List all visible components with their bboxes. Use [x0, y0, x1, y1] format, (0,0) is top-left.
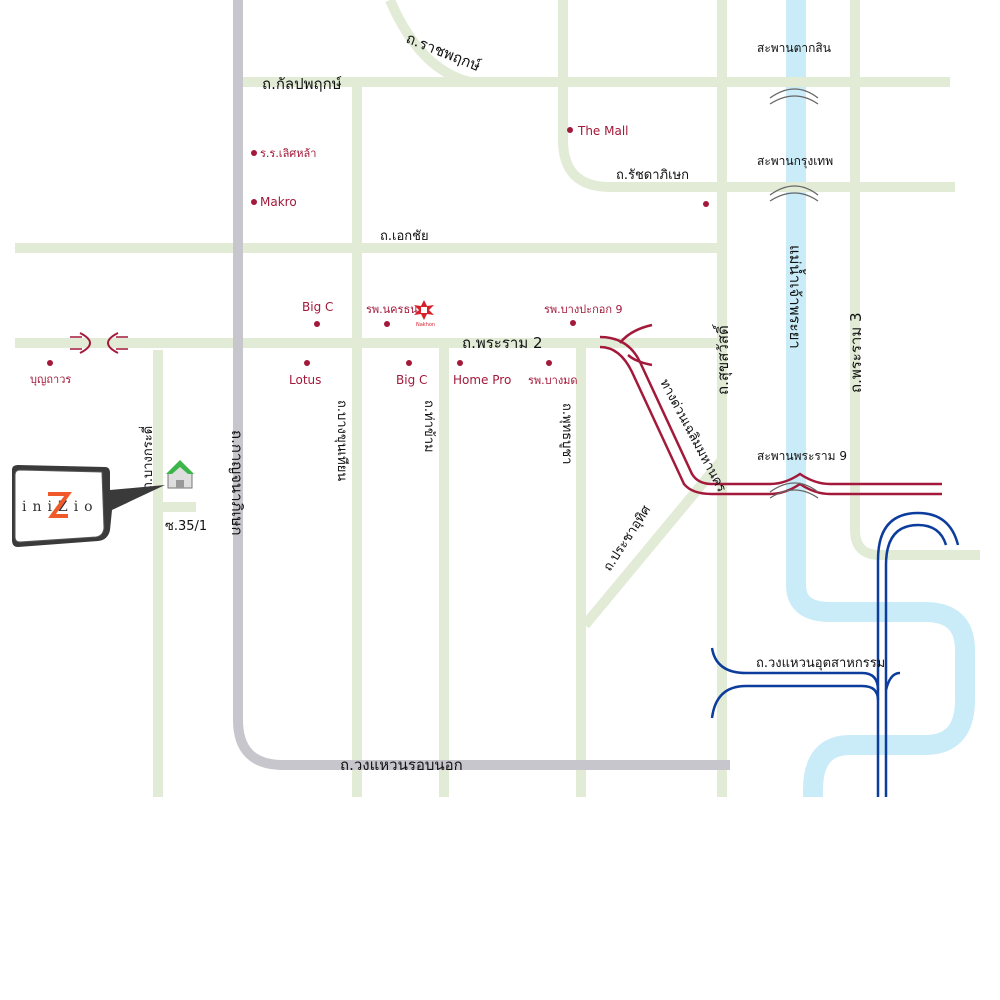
poi-rp-bangmod9: รพ.บางปะกอก 9	[544, 303, 623, 316]
poi-lotus: Lotus	[289, 373, 321, 387]
poi-rr-lekhla: ร.ร.เลิศหล้า	[260, 147, 316, 160]
label-ekkachai: ถ.เอกชัย	[380, 229, 429, 244]
poi-dot-the-mall	[567, 127, 573, 133]
poi-dot-rr-lekhla	[251, 150, 257, 156]
label-bang-khun-thian: ถ.บางขุนเทียน	[334, 400, 350, 481]
poi-dot-boonthavorn	[47, 360, 53, 366]
poi-big-c-north: Big C	[302, 300, 333, 314]
road-network	[15, 0, 980, 797]
label-bridge-rama9: สะพานพระราม 9	[757, 449, 847, 463]
inizio-logo-callout: iniZio	[12, 465, 165, 547]
label-outer-ring-horizontal: ถ.วงแหวนรอบนอก	[340, 756, 463, 774]
poi-dot-ratchada	[703, 201, 709, 207]
poi-the-mall: The Mall	[577, 124, 629, 138]
hospital-icon: Nakhon	[414, 300, 435, 328]
label-ratchadaphisek: ถ.รัชดาภิเษก	[616, 168, 689, 183]
poi-dot-rp-nakhon	[384, 321, 390, 327]
label-kanlapaphruek: ถ.กัลปพฤกษ์	[262, 75, 342, 93]
rama2-interchange	[70, 332, 128, 354]
label-chao-phraya: แม่น้ำเจ้าพระยา	[786, 245, 806, 349]
poi-dot-big-c-south	[406, 360, 412, 366]
label-industrial-ring: ถ.วงแหวนอุตสาหกรรม	[756, 656, 885, 671]
poi-makro: Makro	[260, 195, 297, 209]
outer-ring-road	[233, 0, 730, 770]
poi-rp-nakhon: รพ.นครธน	[366, 303, 418, 316]
house-icon	[166, 460, 194, 489]
svg-text:Nakhon: Nakhon	[416, 322, 435, 328]
label-rama2: ถ.พระราม 2	[462, 334, 543, 352]
poi-dot-makro	[251, 199, 257, 205]
industrial-ring-road	[710, 511, 960, 797]
poi-boonthavorn: บุญถาวร	[30, 373, 71, 386]
bridge-arcs	[769, 88, 819, 499]
label-suksawat: ถ.สุขสวัสดิ์	[712, 323, 733, 395]
label-rama3: ถ.พระราม 3	[847, 312, 865, 393]
label-bang-kradi: ถ.บางกระดี่	[139, 426, 156, 490]
label-bridge-taksin: สะพานตากสิน	[757, 41, 831, 55]
poi-rp-bangmod: รพ.บางมด	[528, 374, 578, 387]
label-phutthabucha: ถ.พุทธบูชา	[559, 403, 574, 464]
poi-home-pro: Home Pro	[453, 373, 511, 387]
chaloem-maha-nakhon-expressway	[599, 323, 942, 496]
poi-dot-big-c-north	[314, 321, 320, 327]
poi-dot-rp-bangmod9	[570, 320, 576, 326]
label-bridge-krungthep: สะพานกรุงเทพ	[757, 154, 833, 169]
chao-phraya-river	[786, 0, 975, 800]
label-soi-35-1: ซ.35/1	[165, 519, 207, 534]
label-tha-kham: ถ.ท่าข้าม	[421, 400, 436, 453]
poi-markers	[47, 127, 709, 366]
label-outer-ring-vertical: ถ.กาญจนาภิเษก	[228, 430, 246, 536]
poi-dot-lotus	[304, 360, 310, 366]
poi-dot-rp-bangmod	[546, 360, 552, 366]
poi-dot-home-pro	[457, 360, 463, 366]
label-pracha-uthit: ถ.ประชาอุทิศ	[601, 503, 655, 575]
poi-big-c-south: Big C	[396, 373, 427, 387]
